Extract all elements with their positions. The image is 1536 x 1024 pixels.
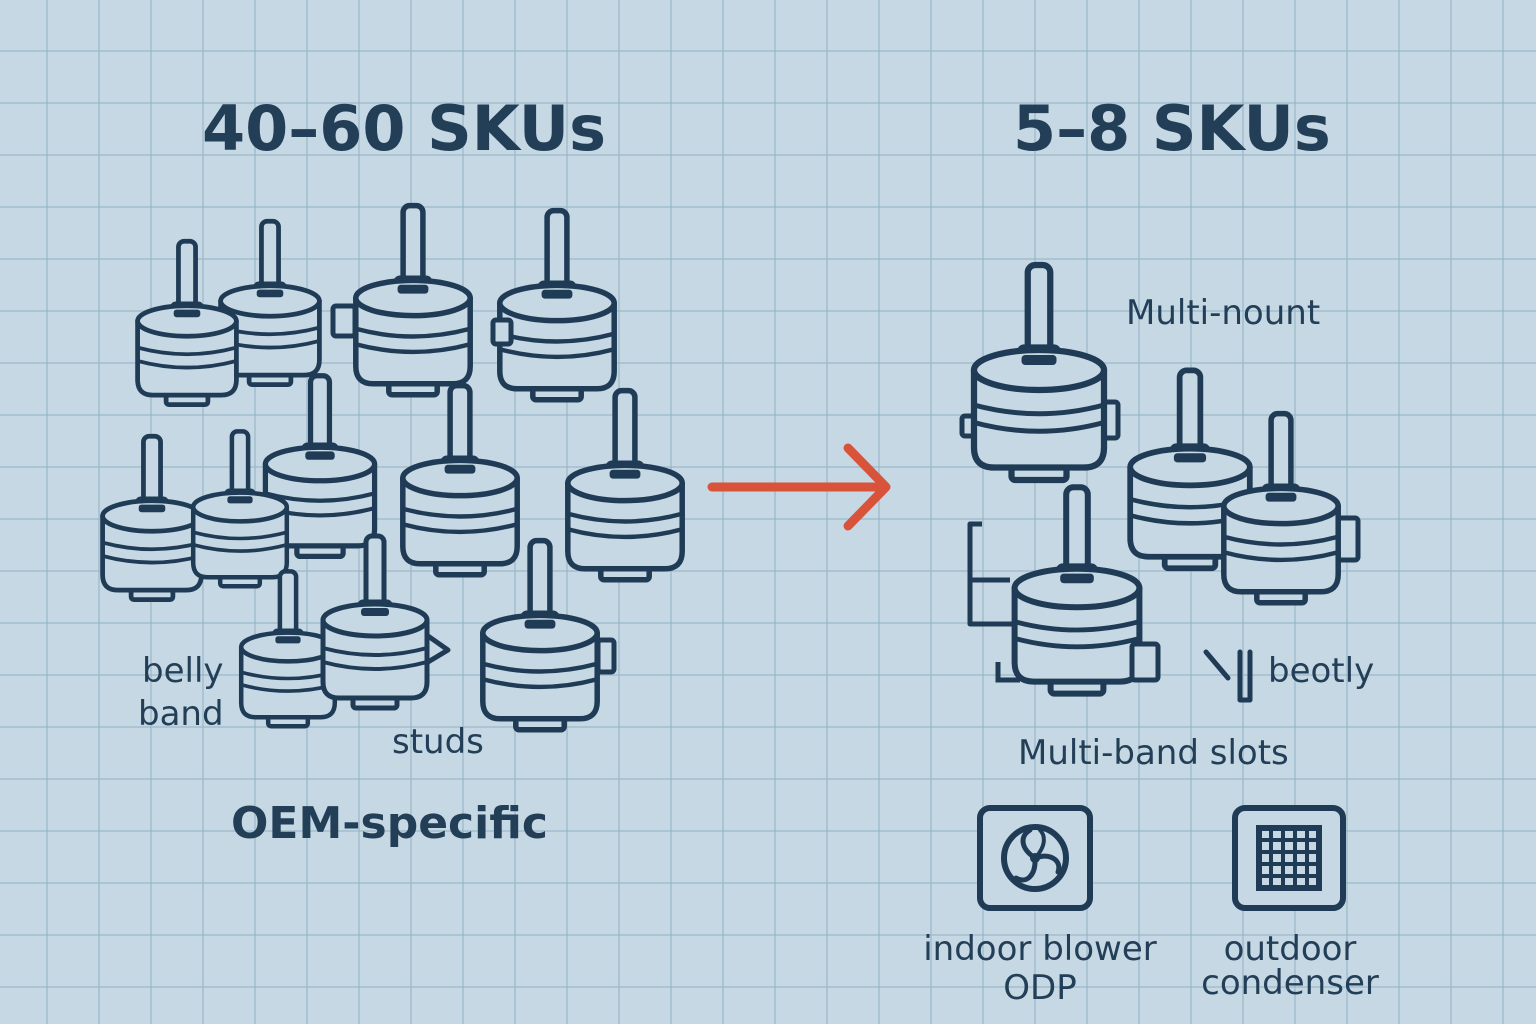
label-belly-right: beotly xyxy=(1268,651,1375,691)
mounting-lug xyxy=(595,637,617,675)
label-belly-line2: band xyxy=(138,694,224,734)
mounting-lug xyxy=(490,317,514,347)
mounting-stud xyxy=(426,633,451,665)
motor-icon xyxy=(138,241,237,404)
tile-label-indoor-line1: indoor blower xyxy=(923,929,1157,969)
grille-icon xyxy=(1256,825,1322,891)
motor-icon xyxy=(356,206,470,395)
transition-arrow xyxy=(707,443,891,531)
belly-band-clip-icon xyxy=(1203,649,1253,703)
mounting-lug xyxy=(1129,641,1161,683)
oem-motor-cluster xyxy=(103,206,683,730)
tile-label-indoor-line2: ODP xyxy=(1003,968,1077,1008)
right-title: 5–8 SKUs xyxy=(1013,92,1331,165)
outdoor-condenser-tile xyxy=(1232,805,1346,911)
motor-icon xyxy=(1015,487,1140,693)
label-mount: Multi-nount xyxy=(1126,293,1321,333)
right-caption: Multi-band slots xyxy=(1018,733,1289,773)
tile-label-outdoor-line1: outdoor xyxy=(1223,929,1357,969)
fan-icon xyxy=(1001,824,1069,892)
mounting-bracket xyxy=(995,662,1020,683)
indoor-blower-tile xyxy=(977,805,1093,911)
motor-icon xyxy=(403,386,517,575)
mounting-lug xyxy=(330,303,358,339)
motor-icon xyxy=(500,211,614,400)
motor-icon xyxy=(974,265,1104,480)
motor-icon xyxy=(1224,414,1338,603)
left-caption: OEM-specific xyxy=(231,798,548,849)
left-title: 40–60 SKUs xyxy=(202,92,606,165)
universal-motor-cluster xyxy=(959,265,1361,703)
label-studs: studs xyxy=(392,722,484,762)
motor-icon xyxy=(568,391,682,580)
tile-label-outdoor-line2: condenser xyxy=(1201,963,1379,1003)
mounting-bracket xyxy=(967,521,1020,627)
label-belly-line1: belly xyxy=(142,651,224,691)
motor-icon xyxy=(103,436,202,599)
